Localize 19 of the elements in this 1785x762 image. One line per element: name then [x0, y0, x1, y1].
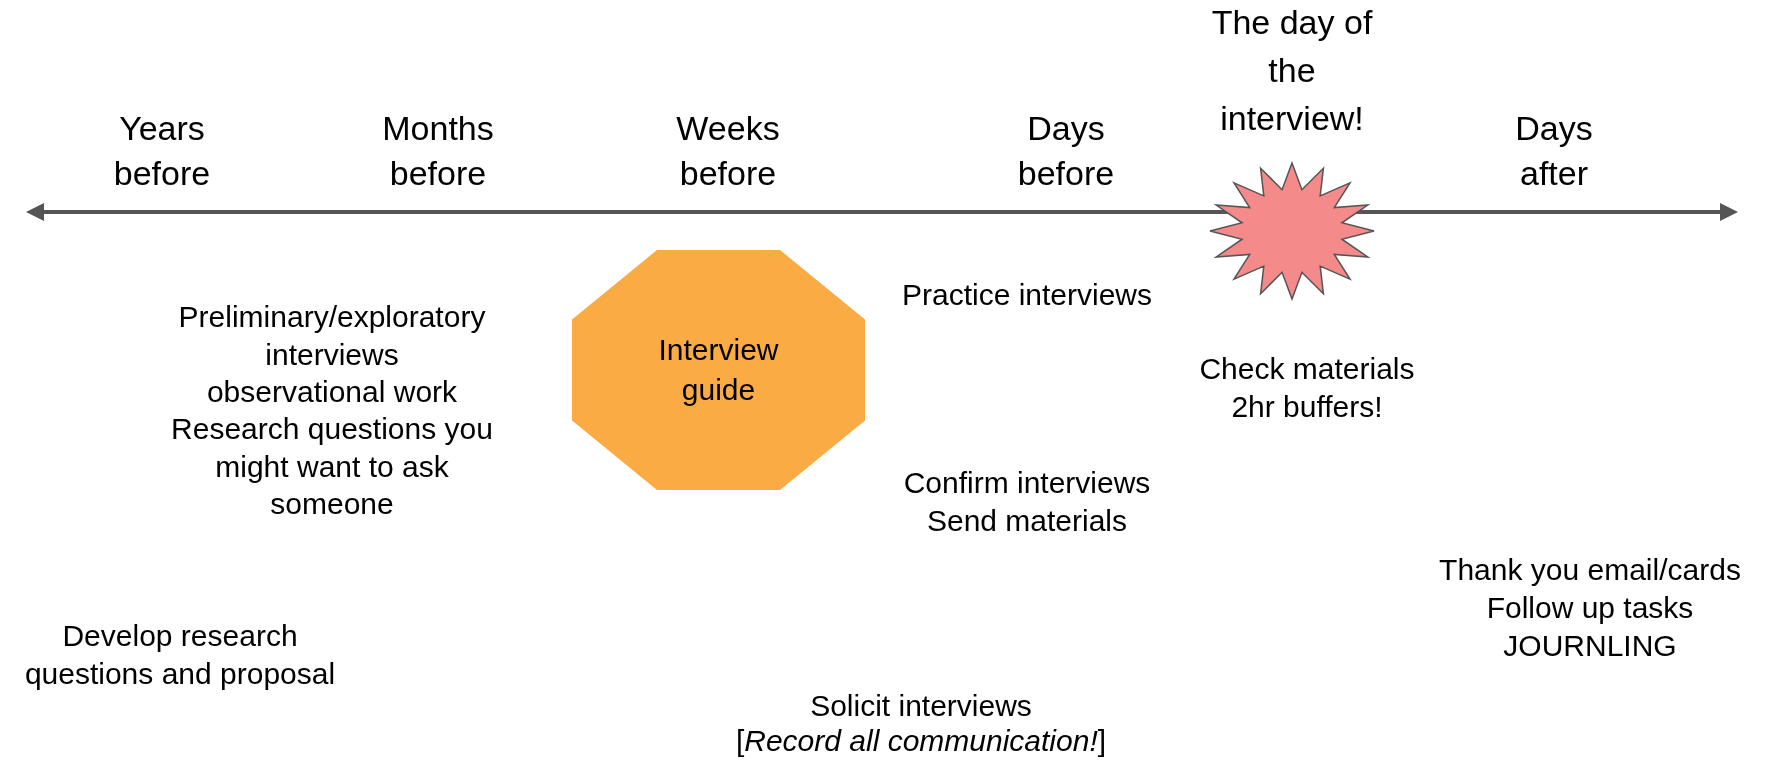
task-text: Confirm interviews — [902, 465, 1152, 501]
task-text: Follow up tasks — [1485, 590, 1695, 626]
task-text: JOURNLING — [1502, 628, 1678, 664]
timeline-period-label: Years before — [112, 108, 212, 194]
task-text: Develop research questions and proposal — [23, 618, 337, 692]
timeline-period-label: Weeks before — [675, 108, 781, 194]
task-text: [Record all communication!] — [734, 723, 1108, 759]
timeline-heading: The day of the interview! — [1210, 2, 1374, 139]
task-text: Thank you email/cards — [1438, 552, 1742, 588]
timeline-period-label: Days after — [1514, 108, 1594, 194]
task-text: Check materials — [1198, 351, 1416, 387]
task-text: observational work — [205, 374, 459, 410]
task-text: Send materials — [925, 503, 1129, 539]
task-text: Solicit interviews — [809, 688, 1033, 724]
timeline-period-label: Days before — [1016, 108, 1116, 194]
task-text: Practice interviews — [900, 277, 1154, 313]
timeline-period-label: Months before — [381, 108, 495, 194]
task-text: 2hr buffers! — [1230, 389, 1384, 425]
task-text: Research questions you might want to ask someone — [170, 411, 494, 522]
